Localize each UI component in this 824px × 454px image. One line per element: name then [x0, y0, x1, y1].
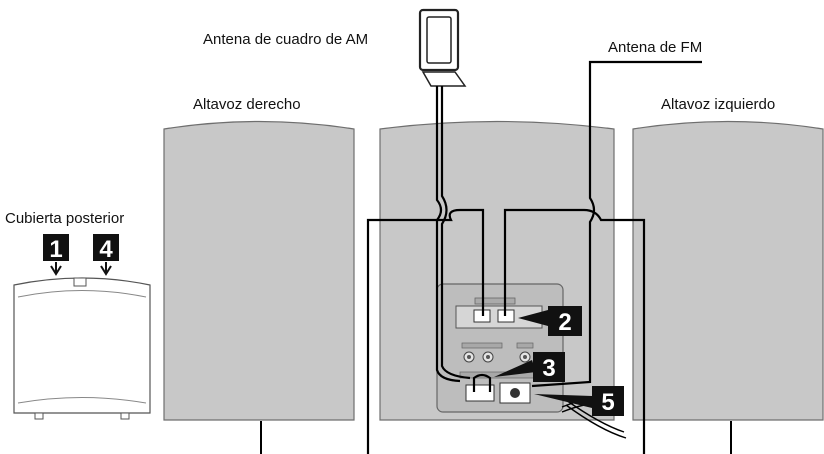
- step-badge-3: 3: [494, 352, 565, 382]
- back-cover: [13, 277, 151, 420]
- step-badge-1: 1: [43, 234, 69, 276]
- main-unit: [379, 120, 615, 421]
- right-speaker-label: Altavoz derecho: [193, 96, 301, 113]
- am-antenna-label: Antena de cuadro de AM: [203, 31, 368, 48]
- svg-text:1: 1: [49, 236, 62, 263]
- am-loop-antenna: [418, 8, 467, 87]
- svg-text:2: 2: [558, 309, 571, 336]
- fm-antenna-label: Antena de FM: [608, 39, 702, 56]
- step-badge-2: 2: [518, 306, 582, 336]
- left-speaker-label: Altavoz izquierdo: [661, 96, 775, 113]
- back-cover-label: Cubierta posterior: [5, 210, 124, 227]
- cables: [366, 60, 702, 454]
- right-speaker: [163, 120, 355, 454]
- svg-text:4: 4: [99, 236, 113, 263]
- svg-text:3: 3: [542, 355, 555, 382]
- step-badge-5: 5: [534, 386, 624, 416]
- step-badge-4: 4: [93, 234, 119, 276]
- left-speaker: [632, 120, 824, 454]
- svg-text:5: 5: [601, 389, 614, 416]
